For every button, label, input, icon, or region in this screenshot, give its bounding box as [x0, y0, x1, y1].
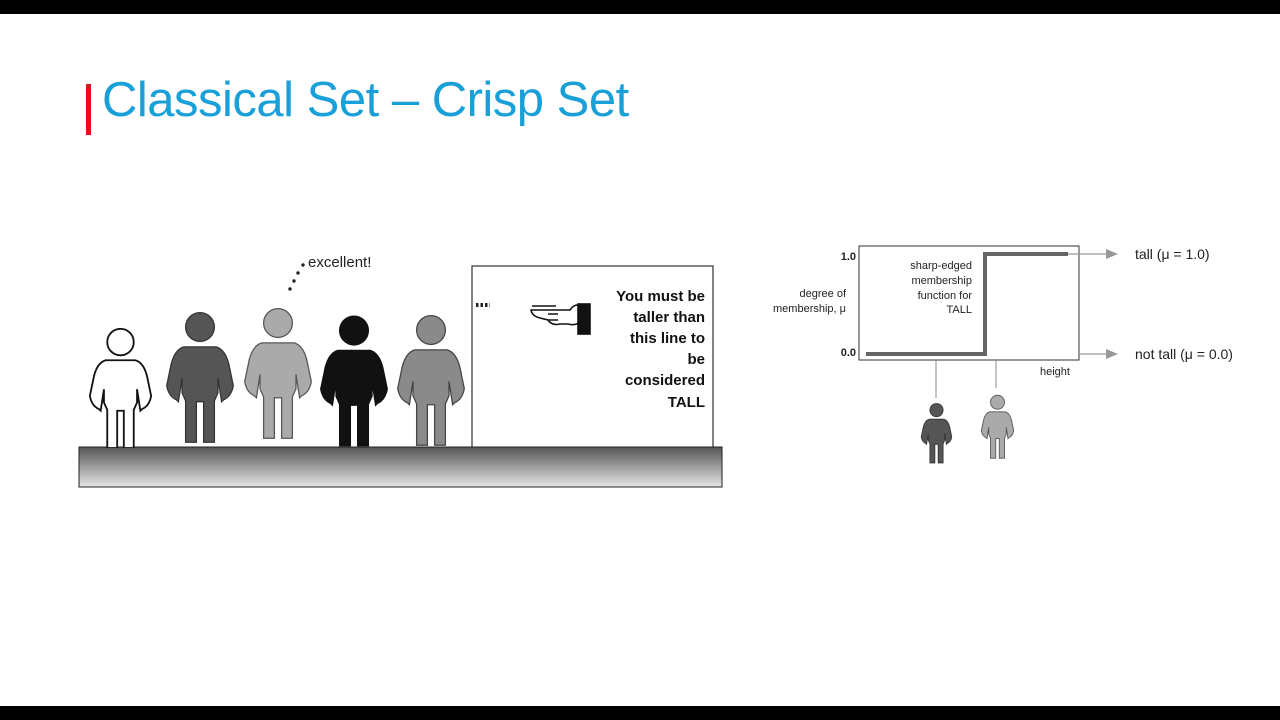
sign-text-line-1: You must be	[616, 288, 705, 305]
person-black	[320, 315, 388, 447]
pointing-hand-icon	[530, 303, 591, 335]
output-tall-label: tall (μ = 1.0)	[1135, 246, 1210, 262]
person-tall-above-threshold	[980, 394, 1015, 459]
title-accent-bar	[86, 84, 91, 135]
sign-text-line-3: this line to	[630, 330, 705, 347]
sign-text-line-6: TALL	[668, 394, 705, 411]
x-axis-label: height	[1040, 366, 1070, 378]
annotation-line-4: TALL	[947, 304, 972, 316]
slide-title: Classical Set – Crisp Set	[102, 73, 629, 127]
y-axis-label-line-2: membership, μ	[773, 303, 846, 315]
annotation-line-2: membership	[911, 275, 972, 287]
annotation-line-1: sharp-edged	[910, 260, 972, 272]
sign-text-line-2: taller than	[633, 309, 705, 326]
membership-function-diagram: 1.0 0.0 degree of membership, μ sharp-ed…	[773, 245, 1233, 464]
y-tick-top: 1.0	[841, 251, 856, 263]
height-sign-board	[471, 265, 714, 451]
output-not-tall-label: not tall (μ = 0.0)	[1135, 346, 1233, 362]
bottom-letterbox-bar	[0, 706, 1280, 720]
annotation-line-3: function for	[918, 290, 973, 302]
person-short-below-threshold	[920, 403, 953, 464]
person-medium-gray	[397, 314, 465, 446]
step-membership-line	[866, 252, 1068, 356]
ground-platform	[78, 446, 723, 488]
speech-dots	[288, 263, 305, 291]
arrow-tall-head-icon	[1106, 249, 1118, 259]
y-axis-label-line-1: degree of	[800, 288, 847, 300]
speech-text: excellent!	[308, 254, 371, 271]
top-letterbox-bar	[0, 0, 1280, 14]
arrow-not-tall-head-icon	[1106, 349, 1118, 359]
sign-text-line-5: considered	[625, 372, 705, 389]
sign-text-line-4: be	[687, 351, 705, 368]
person-light-gray	[243, 307, 313, 439]
y-tick-bottom: 0.0	[841, 347, 856, 359]
person-dark-gray	[166, 311, 234, 443]
crisp-set-illustration: You must be taller than this line to be …	[78, 254, 723, 488]
person-white	[88, 328, 153, 448]
plot-frame	[858, 245, 1080, 361]
